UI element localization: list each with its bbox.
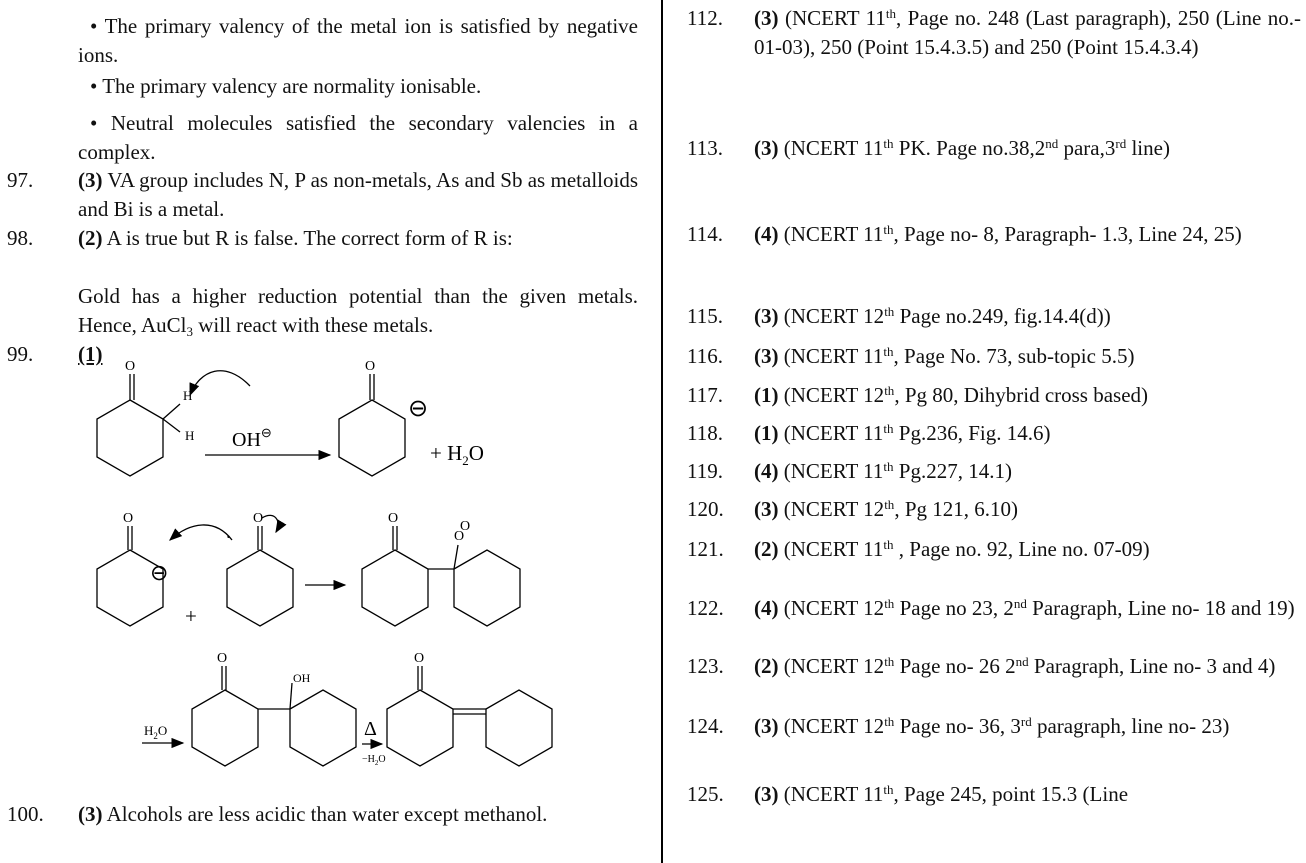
cyclohexanone-ring (96, 374, 181, 477)
answer-text: (2) (NCERT 11th , Page no. 92, Line no. … (754, 537, 1150, 561)
answer-text: (2) (NCERT 12th Page no- 26 2nd Paragrap… (754, 654, 1276, 678)
bullet-ionisable: • The primary valency are normality ioni… (90, 74, 482, 98)
condensation-product (386, 666, 553, 767)
question-number: 97. (7, 168, 34, 192)
answer-text: (3) (NCERT 12th Page no- 36, 3rd paragra… (754, 714, 1230, 738)
label-h2o: H2O (144, 723, 167, 741)
answer-text: (2) A is true but R is false. The correc… (78, 226, 513, 250)
answer-text: (4) (NCERT 11th Pg.227, 14.1) (754, 459, 1012, 483)
question-number: 122. (687, 596, 724, 620)
answer-text: (3) Alcohols are less acidic than water … (78, 802, 548, 826)
label-o-alkoxide: O (460, 519, 470, 534)
label-dot: . (226, 521, 231, 543)
left-column: • The primary valency of the metal ion i… (7, 14, 638, 826)
answer-text: (1) (78, 342, 103, 366)
label-o: O (414, 651, 424, 666)
aldol-product (191, 666, 357, 767)
question-number: 98. (7, 226, 34, 250)
alkoxide-product (361, 526, 521, 627)
column-divider (661, 0, 663, 863)
answer-text: (3) (NCERT 11th, Page 245, point 15.3 (L… (754, 782, 1129, 806)
question-number: 119. (687, 459, 723, 483)
question-number: 100. (7, 802, 44, 826)
question-number: 118. (687, 421, 723, 445)
answer-text: (1) (NCERT 12th, Pg 80, Dihybrid cross b… (754, 383, 1149, 407)
question-number: 121. (687, 537, 724, 561)
enolate-ring-2 (96, 526, 164, 627)
label-h: H (183, 388, 192, 403)
bullet-neutral-molecules: • Neutral molecules satisfied the second… (78, 111, 638, 164)
bullet-primary-valency: • The primary valency of the metal ion i… (78, 14, 638, 67)
label-o: O (388, 511, 398, 526)
label-plus: + (185, 604, 197, 628)
question-number: 117. (687, 383, 723, 407)
label-o: O (217, 651, 227, 666)
answer-text: (1) (NCERT 11th Pg.236, Fig. 14.6) (754, 421, 1051, 445)
label-h: H (185, 428, 194, 443)
answer-text: (3) VA group includes N, P as non-metals… (78, 168, 638, 221)
question-number: 112. (687, 6, 723, 30)
label-oh-minus: OH⊖ (232, 425, 272, 451)
answer-text: (4) (NCERT 12th Page no 23, 2nd Paragrap… (754, 596, 1295, 620)
enolate-ring (338, 374, 406, 477)
right-column: 112. (3) (NCERT 11th, Page no. 248 (Last … (673, 0, 1306, 863)
answer-text: (3) (NCERT 11th, Page no. 248 (Last para… (754, 6, 1301, 59)
question-number: 116. (687, 344, 723, 368)
aldol-reaction-scheme: O H H OH⊖ O ⊖ + H2O O ⊖ . + O O O O H2O … (96, 359, 553, 767)
question-number: 120. (687, 497, 724, 521)
label-o: O (253, 511, 263, 526)
question-number: 125. (687, 782, 724, 806)
label-o-alkoxide: O (454, 529, 464, 544)
answer-text: (4) (NCERT 11th, Page no- 8, Paragraph- … (754, 222, 1242, 246)
question-number: 115. (687, 304, 723, 328)
label-delta: Δ (364, 718, 377, 740)
label-o: O (125, 359, 135, 374)
answer-text: (3) (NCERT 12th Page no.249, fig.14.4(d)… (754, 304, 1111, 328)
curved-arrow-2 (169, 524, 233, 541)
answer-explanation: Gold has a higher reduction potential th… (78, 284, 638, 339)
label-carbanion: ⊖ (408, 396, 428, 422)
label-carbanion: ⊖ (150, 560, 168, 585)
question-number: 99. (7, 342, 34, 366)
answer-text: (3) (NCERT 12th, Pg 121, 6.10) (754, 497, 1018, 521)
label-minus-h2o: −H2O (362, 754, 386, 767)
label-o: O (365, 359, 375, 374)
question-number: 123. (687, 654, 724, 678)
answer-text: (3) (NCERT 11th PK. Page no.38,2nd para,… (754, 136, 1170, 160)
question-number: 114. (687, 222, 723, 246)
cyclohexanone-ring-2 (226, 526, 294, 627)
question-number: 113. (687, 136, 723, 160)
curved-arrow-1 (189, 370, 251, 397)
question-number: 124. (687, 714, 724, 738)
label-water: + H2O (430, 441, 484, 468)
curved-arrow-3 (261, 514, 287, 534)
label-o: O (123, 511, 133, 526)
answer-text: (3) (NCERT 11th, Page No. 73, sub-topic … (754, 344, 1135, 368)
label-oh: OH (293, 671, 311, 685)
